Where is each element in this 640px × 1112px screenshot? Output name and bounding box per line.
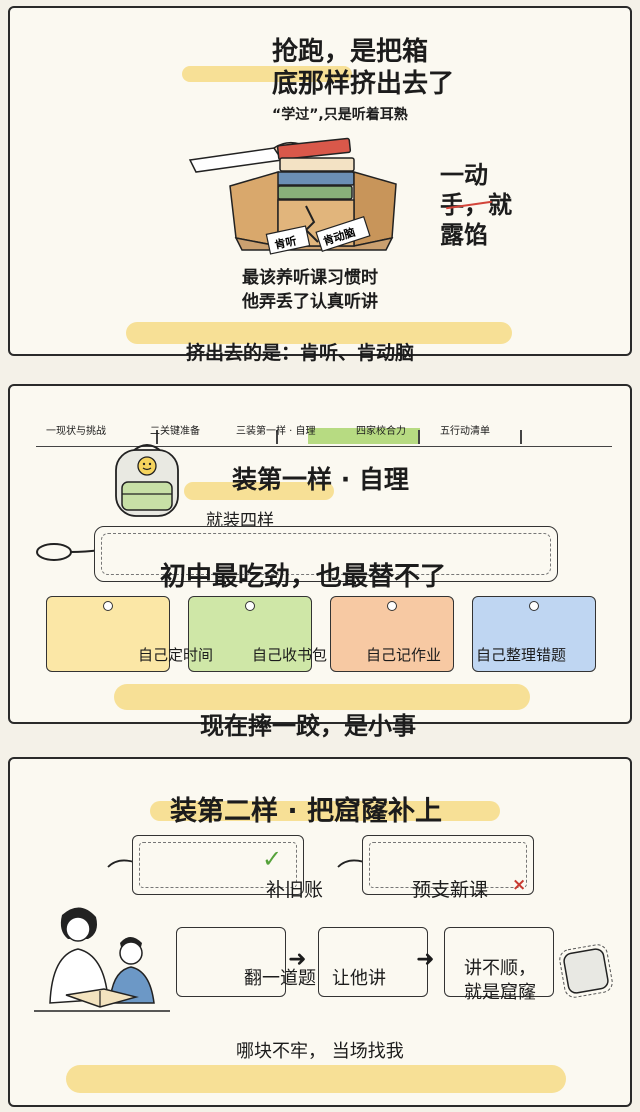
panel2-tag-text: 初中最吃劲，也最替不了 <box>160 562 447 592</box>
pin-icon <box>529 601 539 611</box>
panel-early-start: 抢跑，是把箱 底那样挤出去了 “学过”,只是听着耳熟 肯听 肯动脑 一动 手，就… <box>8 6 632 364</box>
panel1-subtitle: “学过”,只是听着耳熟 <box>272 107 408 123</box>
nav-item-home-school[interactable]: 四家校合力 <box>356 426 406 437</box>
panel3-title: 装第二样 · 把窟窿补上 <box>170 796 443 827</box>
panel1-footer: 挤出去的是：肯听、肯动脑 <box>186 342 415 364</box>
nav-item-action-list[interactable]: 五行动清单 <box>440 426 490 437</box>
nav-separator <box>276 430 278 444</box>
cushion-icon <box>559 944 613 998</box>
panel2-title: 装第一样 · 自理 <box>232 465 409 494</box>
tag-label-prepay-new: 预支新课 <box>412 879 489 901</box>
nav-active-indicator <box>308 428 420 444</box>
side-line3: 露馅 <box>440 221 488 249</box>
pin-icon <box>245 601 255 611</box>
box-label-left: 肯听 <box>273 233 297 251</box>
mid-line1: 最该养听课习惯时 <box>242 268 378 288</box>
tag-old-debt <box>132 835 304 895</box>
card-label-time: 自己定时间 <box>138 646 214 664</box>
arrow-right-icon: ➜ <box>288 947 307 972</box>
step-label-explain: 让他讲 <box>332 968 386 989</box>
panel1-title-line1: 抢跑，是把箱 <box>272 37 429 67</box>
footer-highlight <box>66 1065 566 1093</box>
card-label-schoolbag: 自己收书包 <box>252 646 328 664</box>
highlight-mark <box>182 66 352 82</box>
parent-child-illustration <box>34 907 170 1012</box>
step-box-2 <box>318 927 428 997</box>
card-mistakes <box>472 596 596 672</box>
nav-item-status[interactable]: 一现状与挑战 <box>46 426 106 437</box>
luggage-tag <box>94 526 558 582</box>
panel3-footer: 哪块不牢， 当场找我 <box>236 1041 404 1062</box>
nav-separator <box>156 430 158 444</box>
title-highlight <box>150 801 500 821</box>
tag-prepay-new <box>362 835 534 895</box>
tag-label-old-debt: 补旧账 <box>266 879 324 901</box>
tag-inner-border <box>369 842 527 888</box>
panel-fill-gaps: 装第二样 · 把窟窿补上 ✓ 补旧账 预支新课 × ➜ ➜ 翻一道题 让他讲 讲… <box>8 757 632 1107</box>
backpack-icon <box>115 444 179 517</box>
check-icon: ✓ <box>262 845 283 873</box>
nav-item-preparation[interactable]: 二关键准备 <box>150 426 200 437</box>
step-label-not-smooth: 讲不顺， <box>464 958 536 979</box>
section-nav <box>36 416 612 447</box>
card-homework <box>330 596 454 672</box>
pin-icon <box>387 601 397 611</box>
panel2-footer: 现在摔一跤，是小事 <box>200 712 416 740</box>
card-label-mistakes: 自己整理错题 <box>476 646 567 664</box>
cross-icon: × <box>512 875 527 895</box>
nav-separator <box>418 430 420 444</box>
panel1-title: 抢跑，是把箱 底那样挤出去了 <box>272 36 454 100</box>
panel-self-care: 一现状与挑战 二关键准备 三装第一样 · 自理 四家校合力 五行动清单 装第一样… <box>8 384 632 740</box>
tag-inner-border <box>139 842 297 888</box>
step-label-gap: 就是窟窿 <box>464 982 536 1003</box>
box-of-books-illustration: 肯听 肯动脑 <box>188 137 397 255</box>
card-schoolbag <box>188 596 312 672</box>
panel1-mid-text: 最该养听课习惯时 他弄丢了认真听讲 <box>242 266 378 314</box>
pin-icon <box>103 601 113 611</box>
nav-separator <box>520 430 522 444</box>
step-box-1 <box>176 927 286 997</box>
arrow-right-icon: ➜ <box>416 947 435 972</box>
nav-item-self-care[interactable]: 三装第一样 · 自理 <box>236 426 316 437</box>
card-label-homework: 自己记作业 <box>366 646 442 664</box>
tag-inner-border <box>101 533 551 575</box>
panel1-title-line2: 底那样挤出去了 <box>272 69 455 99</box>
footer-highlight <box>114 684 530 710</box>
title-highlight <box>184 482 334 500</box>
card-time <box>46 596 170 672</box>
footer-highlight <box>126 322 512 344</box>
step-box-3 <box>444 927 554 997</box>
step-label-flip: 翻一道题 <box>244 968 316 989</box>
mid-line2: 他弄丢了认真听讲 <box>242 292 378 312</box>
side-line1: 一动 <box>440 161 488 189</box>
